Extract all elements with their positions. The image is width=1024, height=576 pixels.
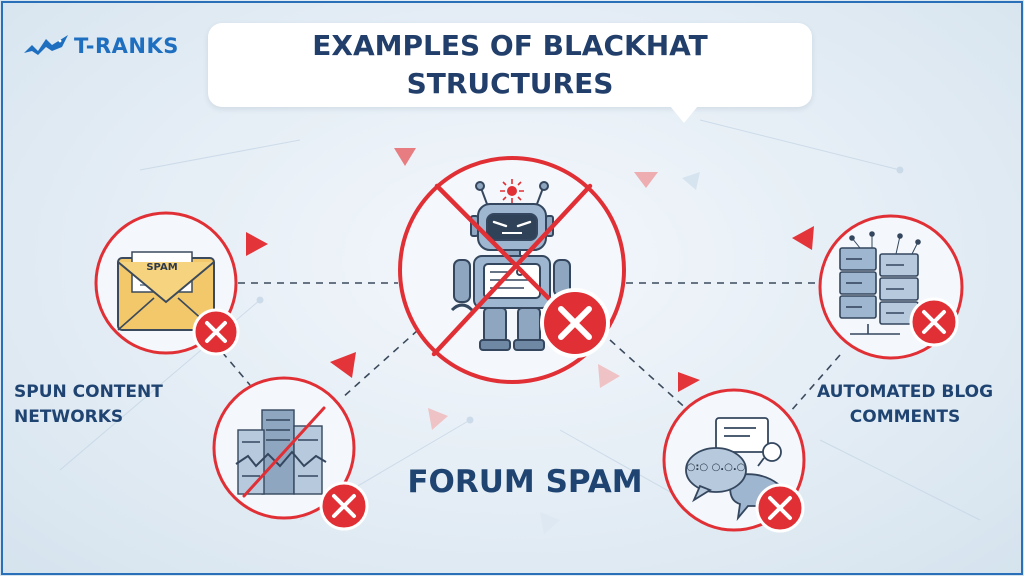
chat-node: ○:○ ○.○.○ <box>662 388 806 533</box>
triangle-decor <box>394 148 416 166</box>
label-automated-blog-comments: AUTOMATED BLOG COMMENTS <box>816 382 994 427</box>
decorative-triangles <box>176 148 814 534</box>
triangle-decor <box>792 226 814 250</box>
shark-icon <box>24 35 68 55</box>
close-icon <box>909 297 959 347</box>
triangle-decor <box>428 408 448 430</box>
envelope-icon <box>117 251 215 331</box>
robot-icon <box>450 179 571 351</box>
dashed-connectors <box>221 282 841 413</box>
servers-node <box>818 214 964 360</box>
triangle-decor <box>678 372 700 392</box>
close-icon <box>192 308 240 356</box>
connector-envelope-network <box>221 351 251 386</box>
connector-robot-chat <box>609 339 691 413</box>
broken-network-node <box>212 376 369 531</box>
prohibited-slash-icon <box>242 406 326 498</box>
title-bubble: EXAMPLES OF BLACKHAT STRUCTURES <box>208 23 812 123</box>
server-rack-icon <box>839 231 921 335</box>
triangle-decor <box>540 512 560 534</box>
close-icon <box>755 483 805 533</box>
broken-server-icon <box>235 409 327 495</box>
spam-badge-text: SPAM <box>146 262 177 273</box>
triangle-decor <box>634 172 658 188</box>
robot-node <box>398 156 626 384</box>
page-title: EXAMPLES OF BLACKHAT STRUCTURES <box>312 29 708 100</box>
chat-bubble-text: ○:○ ○.○.○ <box>687 462 746 473</box>
label-spun-content-networks: SPUN CONTENT NETWORKS <box>14 382 163 427</box>
triangle-decor <box>330 352 356 378</box>
triangle-decor <box>682 172 700 190</box>
connector-robot-network <box>341 329 419 399</box>
brand-name: T-RANKS <box>74 34 179 58</box>
close-icon <box>540 288 610 358</box>
chat-bubbles-icon <box>685 417 782 522</box>
brand-logo: T-RANKS <box>22 30 179 62</box>
triangle-decor <box>246 232 268 256</box>
label-forum-spam: FORUM SPAM <box>407 464 643 500</box>
close-icon <box>319 481 369 531</box>
envelope-node: SPAM <box>94 211 240 356</box>
triangle-decor <box>598 364 620 388</box>
